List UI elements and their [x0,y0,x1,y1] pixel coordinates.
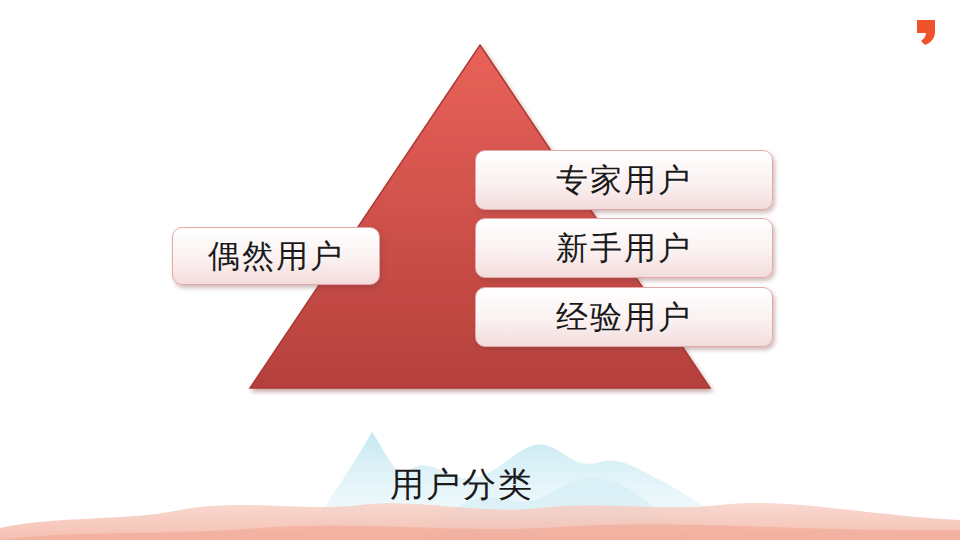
category-box: 专家用户 [475,150,773,210]
category-label: 新手用户 [556,229,692,267]
logo-mark [917,20,935,45]
category-label: 专家用户 [556,161,692,199]
category-box: 经验用户 [475,287,773,347]
wave-decoration [0,524,960,540]
category-label: 经验用户 [556,298,692,336]
slide-caption: 用户分类 [390,464,534,505]
wave-decoration [0,503,960,540]
category-box: 偶然用户 [172,227,380,285]
category-label: 偶然用户 [208,237,344,275]
category-box: 新手用户 [475,218,773,278]
